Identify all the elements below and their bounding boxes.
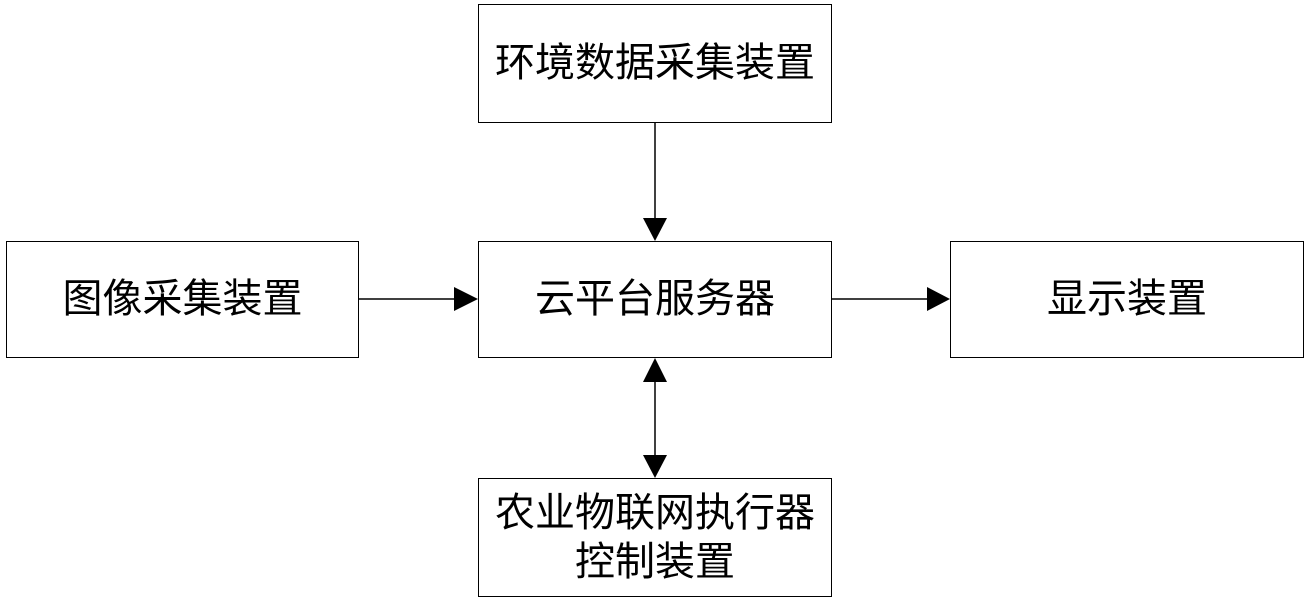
display-device-node: 显示装置 <box>950 241 1304 358</box>
environment-data-collection-node: 环境数据采集装置 <box>478 4 832 123</box>
environment-data-collection-label: 环境数据采集装置 <box>495 40 815 87</box>
edge-image-to-cloud <box>359 287 478 311</box>
edge-cloud-to-display <box>832 287 950 311</box>
display-device-label: 显示装置 <box>1047 276 1207 323</box>
cloud-platform-server-label: 云平台服务器 <box>535 276 775 323</box>
image-collection-node: 图像采集装置 <box>6 241 359 358</box>
edge-env-to-cloud <box>643 123 667 241</box>
image-collection-label: 图像采集装置 <box>62 276 303 323</box>
edge-cloud-iot-bidirectional <box>643 358 667 478</box>
cloud-platform-server-node: 云平台服务器 <box>478 241 832 358</box>
iot-actuator-control-label: 农业物联网执行器控制装置 <box>495 489 815 585</box>
iot-actuator-control-node: 农业物联网执行器控制装置 <box>478 478 832 597</box>
